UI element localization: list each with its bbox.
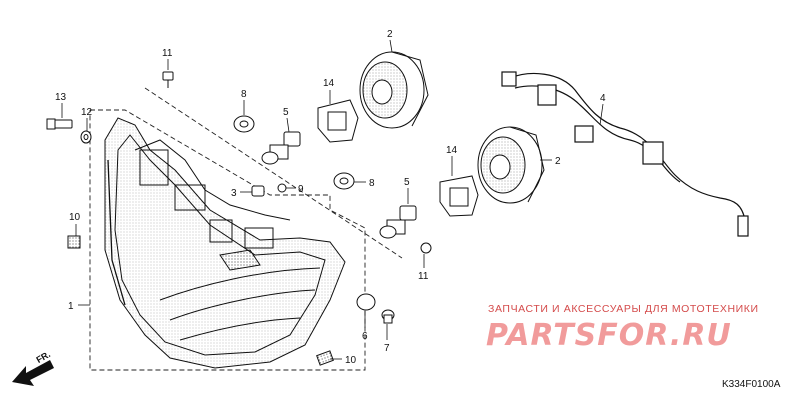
callout-2-top: 2 — [387, 29, 393, 40]
callout-5-right: 5 — [404, 177, 410, 188]
socket-a — [317, 99, 359, 143]
collar-7 — [381, 309, 395, 324]
socket-b — [439, 175, 479, 217]
callout-labels: 11 13 12 8 5 14 2 4 10 3 9 8 14 5 2 11 1… — [55, 29, 606, 366]
watermark-logo: PARTSFOR.RU — [486, 318, 732, 353]
grommet-6 — [356, 293, 376, 311]
callout-10-left: 10 — [69, 212, 81, 223]
callout-11-bottom: 11 — [418, 271, 429, 282]
diagram-code: K334F0100A — [722, 379, 781, 390]
callout-8-top: 8 — [241, 89, 247, 100]
wire-harness — [501, 71, 749, 237]
front-arrow — [12, 360, 54, 386]
watermark-subtitle: ЗАПЧАСТИ И АКСЕССУАРЫ ДЛЯ МОТОТЕХНИКИ — [488, 303, 759, 315]
grommet-b — [333, 172, 355, 190]
callout-14-right: 14 — [446, 145, 458, 156]
callout-9: 9 — [298, 184, 304, 195]
washer-12 — [80, 130, 92, 144]
callout-2-right: 2 — [555, 156, 561, 167]
callout-14-left: 14 — [323, 78, 335, 89]
assembly-outline — [89, 87, 403, 371]
bulb-b — [379, 205, 417, 239]
dust-cover-a — [359, 51, 429, 129]
screw-11a — [162, 71, 174, 88]
callout-13: 13 — [55, 92, 67, 103]
screw-11b — [420, 242, 432, 254]
callout-5-left: 5 — [283, 107, 289, 118]
grommet-a — [233, 115, 255, 133]
dust-cover-b — [477, 126, 545, 204]
callout-11-top: 11 — [162, 48, 173, 59]
callout-7: 7 — [384, 343, 390, 354]
callout-6: 6 — [362, 331, 368, 342]
damper-10b — [316, 350, 334, 366]
leader-lines — [61, 39, 604, 360]
callout-4: 4 — [600, 93, 606, 104]
callout-3: 3 — [231, 188, 237, 199]
headlight-housing — [104, 117, 346, 369]
callout-12: 12 — [81, 107, 93, 118]
callout-10-bottom: 10 — [345, 355, 357, 366]
screw-9 — [277, 183, 287, 193]
clip-3 — [251, 185, 265, 197]
bolt-13 — [46, 118, 73, 130]
callout-8-mid: 8 — [369, 178, 375, 189]
callout-1: 1 — [68, 301, 74, 312]
damper-10a — [67, 235, 81, 249]
bulb-a — [261, 131, 301, 165]
